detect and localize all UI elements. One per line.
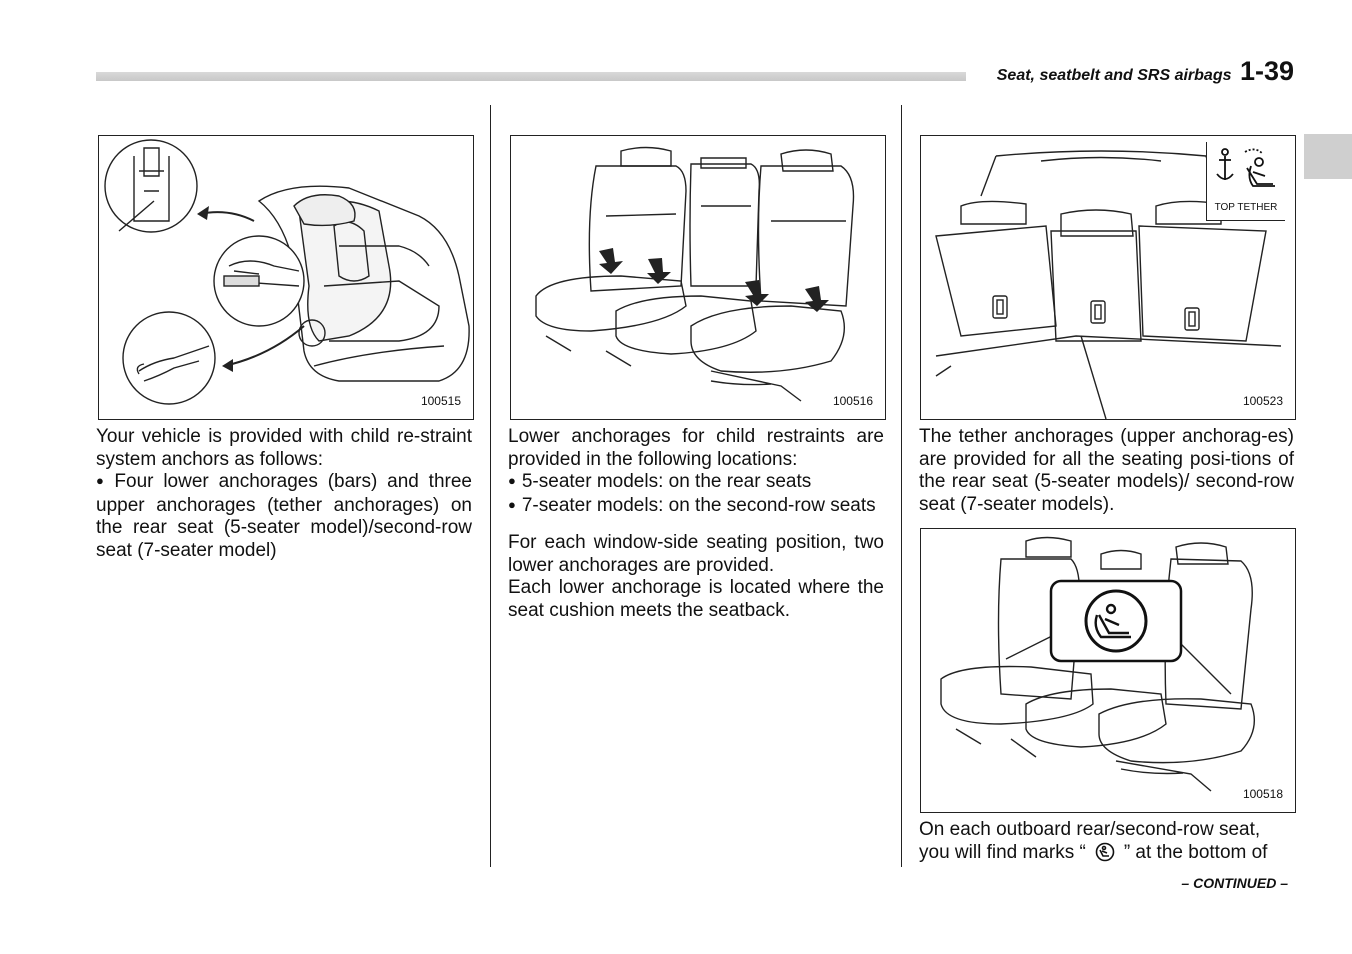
bullet-item: 5-seater models: on the rear seats [508, 471, 884, 495]
paragraph-end: ” at the bottom of [1123, 841, 1268, 863]
bullet-item: Four lower anchorages (bars) and three u… [96, 471, 472, 562]
paragraph: Your vehicle is provided with child re-s… [96, 426, 472, 470]
figure-lower-anchorage-locations: 100516 [510, 135, 886, 420]
child-seat-anchor-icon [1095, 842, 1115, 861]
column-1-text: Your vehicle is provided with child re-s… [96, 426, 472, 562]
child-seat-anchor-icon [1094, 603, 1131, 639]
paragraph: Lower anchorages for child restraints ar… [508, 426, 884, 470]
column-3-text-continued: On each outboard rear/second-row seat, y… [919, 819, 1294, 864]
header-rule [96, 72, 966, 81]
paragraph-start: On each outboard rear/second-row seat, y… [919, 819, 1261, 863]
figure-child-seat-installation: 100515 [98, 135, 474, 420]
bullet-item: 7-seater models: on the second-row seats [508, 495, 884, 519]
section-title: Seat, seatbelt and SRS airbags [996, 67, 1232, 84]
paragraph: The tether anchorages (upper anchorag-es… [919, 426, 1294, 515]
paragraph: For each window-side seating position, t… [508, 532, 884, 576]
column-divider [901, 105, 902, 867]
page-header: Seat, seatbelt and SRS airbags 1-39 [997, 56, 1294, 87]
figure-number: 100518 [1242, 787, 1283, 801]
top-tether-label: TOP TETHER [1214, 202, 1278, 213]
child-seat-illustration [104, 139, 470, 405]
paragraph: Each lower anchorage is located where th… [508, 577, 884, 621]
figure-anchor-marks: 100518 [920, 528, 1296, 813]
continued-label: – CONTINUED – [1181, 875, 1288, 891]
figure-tether-anchorages: TOP TETHER 100523 [920, 135, 1296, 420]
column-3-text: The tether anchorages (upper anchorag-es… [919, 426, 1294, 516]
rear-seat-marks-illustration [940, 536, 1255, 792]
chapter-tab [1304, 134, 1352, 179]
rear-seat-illustration [535, 146, 855, 402]
top-tether-badge: TOP TETHER [1206, 142, 1285, 221]
figure-number: 100523 [1242, 394, 1283, 408]
figure-number: 100516 [832, 394, 873, 408]
column-divider [490, 105, 491, 867]
top-tether-icon [1216, 148, 1275, 187]
paragraph: On each outboard rear/second-row seat, y… [919, 819, 1294, 864]
column-2-text: Lower anchorages for child restraints ar… [508, 426, 884, 622]
page-number: 1-39 [1239, 56, 1294, 86]
figure-number: 100515 [420, 394, 461, 408]
